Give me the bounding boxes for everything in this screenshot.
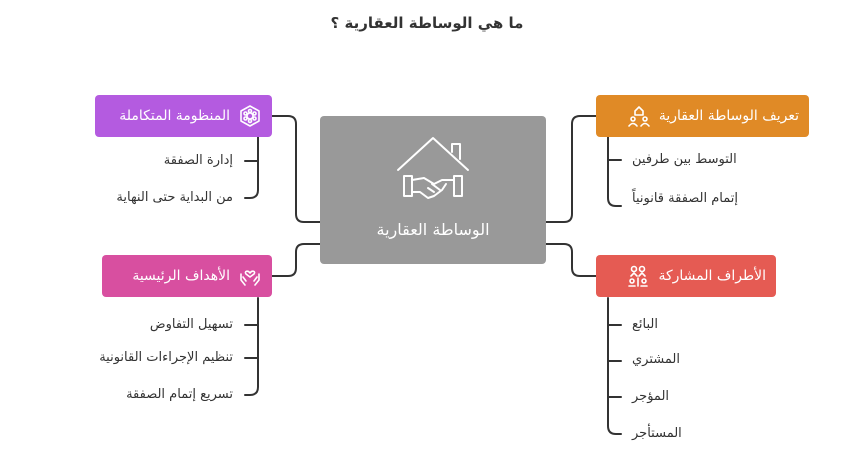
people-house-icon [628,106,650,127]
list-item: المشتري [632,352,680,367]
leaf-line-parties [607,297,622,435]
list-item: تسهيل التفاوض [149,317,233,332]
leaf-line-system [244,136,259,199]
branch-goals-label: الأهداف الرئيسية [132,268,230,284]
list-item: تسريع إتمام الصفقة [126,387,233,402]
list-item: المؤجر [632,389,670,404]
gears-people-icon [628,265,649,287]
connector-system [271,115,321,223]
central-topic-label: الوساطة العقارية [376,220,490,239]
branch-system: المنظومة المتكاملة [95,95,272,137]
hands-heart-icon [240,270,260,286]
list-item: البائع [632,317,658,332]
hexagon-network-icon [240,105,260,127]
branch-parties: الأطراف المشاركة [596,255,776,297]
connector-parties [545,243,597,277]
branch-goals: الأهداف الرئيسية [102,255,272,297]
branch-parties-label: الأطراف المشاركة [658,268,766,284]
branch-definition: تعريف الوساطة العقارية [596,95,809,137]
branch-definition-label: تعريف الوساطة العقارية [658,108,799,124]
list-item: تنظيم الإجراءات القانونية [99,350,233,365]
diagram-title: ما هي الوساطة العقارية ؟ [330,14,524,32]
connector-goals [271,243,321,277]
leaf-line-goals [244,297,259,396]
list-item: إدارة الصفقة [163,153,233,168]
list-item: المستأجر [632,426,682,441]
leaf-line-definition [607,136,622,207]
list-item: إتمام الصفقة قانونياً [632,191,738,206]
list-item: من البداية حتى النهاية [116,190,233,205]
house-handshake-icon [397,137,469,199]
branch-system-label: المنظومة المتكاملة [119,108,230,124]
connector-definition [545,115,597,223]
list-item: التوسط بين طرفين [632,152,737,167]
central-topic: الوساطة العقارية [320,116,546,264]
